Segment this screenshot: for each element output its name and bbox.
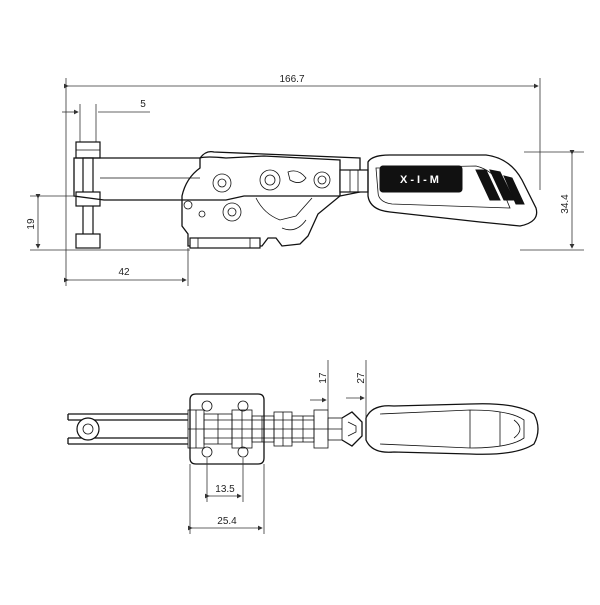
overall-length-label: 166.7 <box>279 74 304 85</box>
hole-spacing-dimension: 13.5 <box>205 458 244 502</box>
base-width-label: 25.4 <box>217 516 237 527</box>
dim-17-label: 17 <box>318 372 329 384</box>
handle-top <box>365 403 539 455</box>
linkage-top <box>187 409 343 449</box>
side-view: 166.7 5 <box>26 74 584 286</box>
dim-27: 27 <box>346 360 367 418</box>
handle-height-label: 34.4 <box>560 194 571 214</box>
bolt-height-label: 19 <box>26 218 37 230</box>
overall-length-dimension: 166.7 <box>64 74 541 250</box>
bolt-offset-label: 5 <box>140 99 146 110</box>
base-plate-top <box>189 393 265 465</box>
base-width-dimension: 25.4 <box>188 464 265 534</box>
handle-height-dimension: 34.4 <box>520 150 584 251</box>
bolt-head <box>76 417 100 441</box>
base-offset-label: 42 <box>118 267 130 278</box>
dim-17: 17 <box>310 360 329 410</box>
bolt-height-dimension: 19 <box>26 194 190 251</box>
hole-spacing-label: 13.5 <box>215 484 235 495</box>
clamp-arm <box>73 150 361 201</box>
clamp-body <box>181 155 341 247</box>
base-plate <box>189 237 261 249</box>
handle-marking: X-I-M <box>400 174 442 186</box>
dim-27-label: 27 <box>356 372 367 384</box>
top-view: 17 27 13.5 25.4 <box>67 360 539 534</box>
bolt-offset-dimension: 5 <box>62 99 150 142</box>
handle: X-I-M <box>367 154 538 227</box>
base-offset-dimension: 42 <box>64 248 189 286</box>
handle-label-plate <box>379 165 463 193</box>
